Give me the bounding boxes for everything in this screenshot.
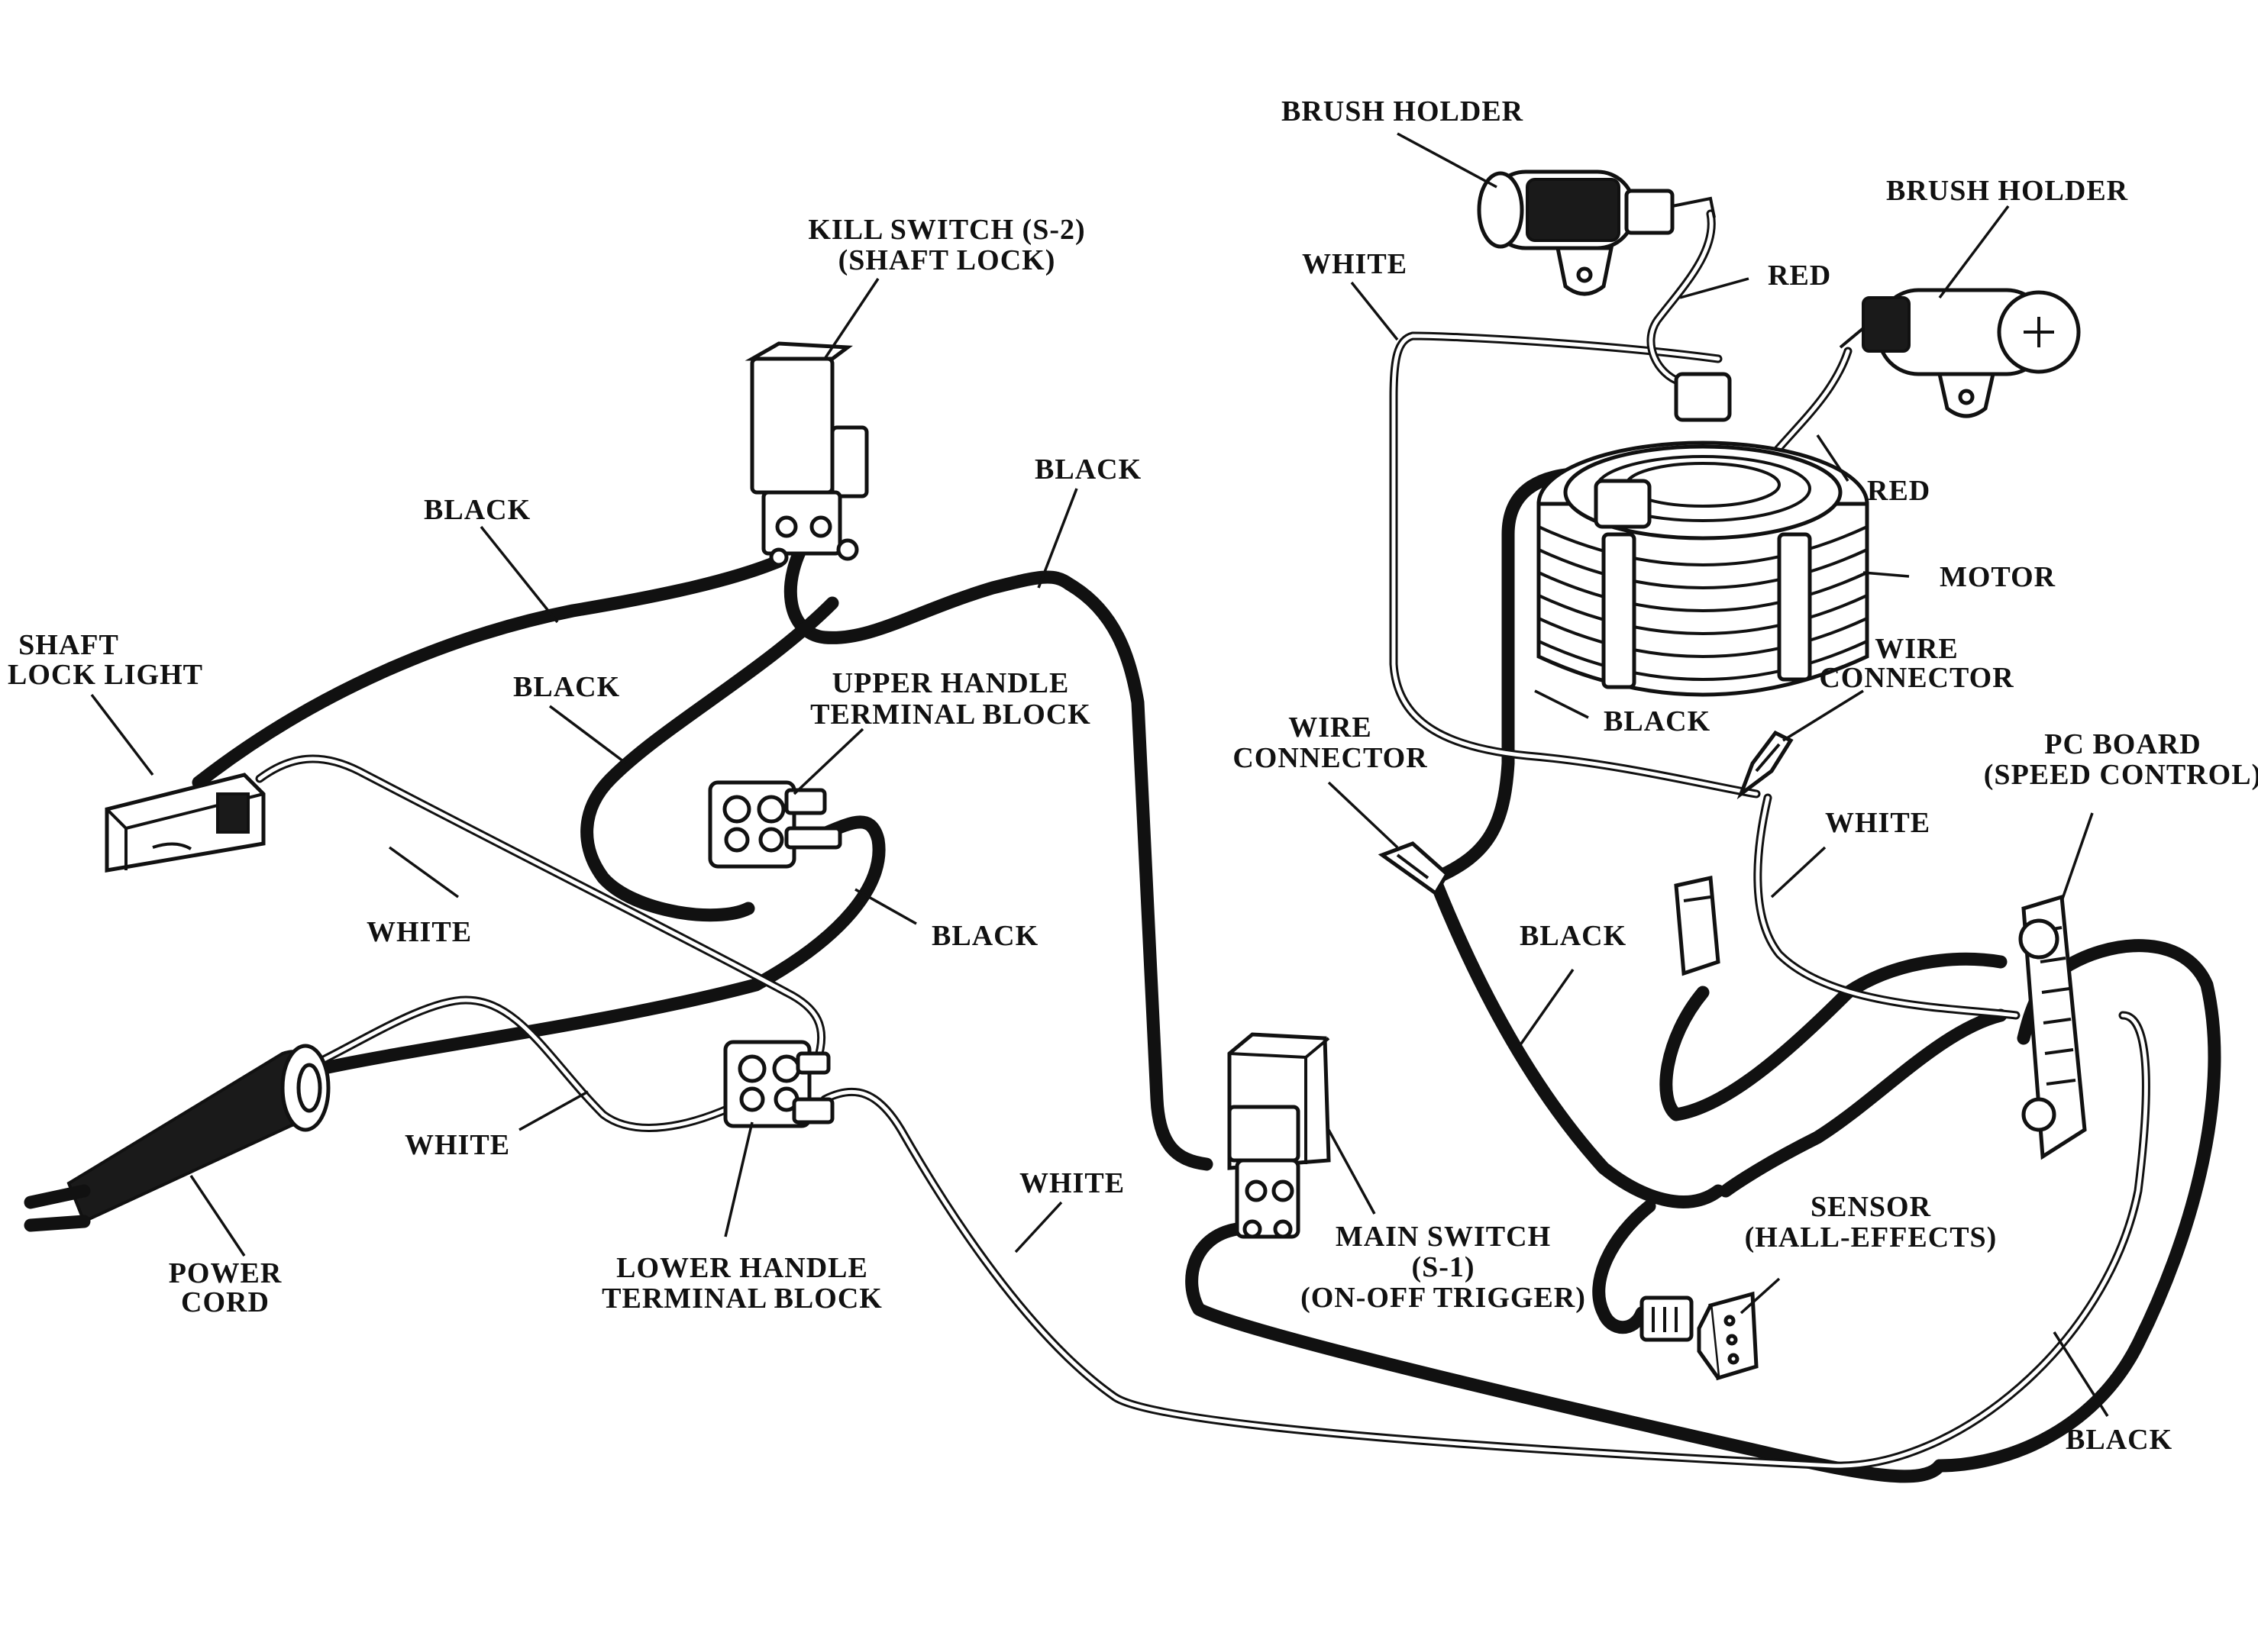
wire-black-kill-to-upper-handle (580, 596, 839, 922)
sensor-lead (1639, 875, 1720, 1342)
brush-holder-top (1477, 169, 1716, 296)
black-wires (192, 466, 2221, 1483)
label-wire-connector-right-sub: CONNECTOR (1819, 662, 2014, 694)
label-power-cord-sub: CORD (181, 1286, 270, 1318)
pc-board (2018, 894, 2087, 1160)
label-wire-connector-left-sub: CONNECTOR (1232, 742, 1427, 774)
wire-white-power-loop (316, 995, 791, 1132)
label-brush-holder-right: BRUSH HOLDER (1886, 175, 2128, 207)
label-lower-handle: LOWER HANDLE (616, 1252, 868, 1284)
label-white-top: WHITE (1302, 248, 1407, 280)
label-black-upper-handle: BLACK (932, 920, 1039, 952)
label-white-pc: WHITE (1825, 807, 1930, 839)
power-cord (24, 1044, 331, 1232)
label-red-top: RED (1768, 260, 1831, 292)
label-black-bottom-right: BLACK (2066, 1424, 2172, 1456)
shaft-lock-light (105, 773, 266, 873)
wire-black-sensor-lead (1592, 1199, 1656, 1334)
label-kill-switch-sub: (SHAFT LOCK) (838, 244, 1056, 276)
label-sensor-sub: (HALL-EFFECTS) (1745, 1221, 1998, 1254)
wire-connector-left (1378, 841, 1450, 896)
label-wire-connector-left: WIRE (1288, 711, 1372, 744)
label-white-left: WHITE (367, 916, 472, 948)
label-lower-handle-sub: TERMINAL BLOCK (602, 1283, 883, 1315)
wire-black-to-main-switch (1062, 577, 1213, 1171)
label-red-right: RED (1867, 475, 1930, 507)
label-black-mid-left: BLACK (513, 671, 620, 703)
label-black-left: BLACK (424, 494, 531, 526)
labels: BRUSH HOLDER BRUSH HOLDER KILL SWITCH (S… (8, 95, 2258, 1456)
sensor-hall-effects (1697, 1291, 1759, 1381)
label-white-bottom: WHITE (1019, 1167, 1125, 1199)
lower-handle-terminal-block (723, 1040, 835, 1128)
brush-holder-right (1839, 288, 2081, 418)
white-wires (255, 209, 2150, 1470)
label-upper-handle: UPPER HANDLE (832, 667, 1070, 699)
label-power-cord: POWER (169, 1257, 283, 1289)
wire-black-connector-to-motor (1429, 466, 1595, 885)
label-black-center-right: BLACK (1520, 920, 1626, 952)
label-main-switch: MAIN SWITCH (1336, 1221, 1551, 1253)
label-motor: MOTOR (1940, 561, 2056, 593)
wire-black-pc-lead (1659, 952, 2008, 1121)
wire-black-pc-lead-2 (1719, 1008, 2008, 1198)
label-sensor: SENSOR (1811, 1191, 1931, 1223)
label-shaft-lock-light: SHAFT (18, 629, 119, 661)
label-pc-board: PC BOARD (2044, 728, 2201, 760)
kill-switch (745, 341, 869, 567)
label-main-switch-sub: (S-1) (1411, 1251, 1475, 1283)
label-wire-connector-right: WIRE (1875, 633, 1959, 665)
label-black-top-center: BLACK (1035, 453, 1142, 486)
main-switch (1227, 1032, 1331, 1239)
motor (1536, 372, 1869, 697)
wire-black-light-to-kill-switch (192, 554, 786, 789)
label-pc-board-sub: (SPEED CONTROL) (1984, 759, 2258, 791)
label-main-switch-trigger: (ON-OFF TRIGGER) (1300, 1282, 1586, 1314)
label-shaft-lock-light-sub: LOCK LIGHT (8, 659, 203, 691)
upper-handle-terminal-block (708, 780, 842, 869)
label-white-power: WHITE (405, 1129, 510, 1161)
wire-black-connector-to-sensor (1429, 875, 1725, 1208)
leader-lines (90, 132, 2109, 1417)
wire-black-main-switch-loop (1185, 1222, 1946, 1483)
wire-black-kill-switch-loop (783, 528, 1076, 644)
label-kill-switch: KILL SWITCH (S-2) (808, 214, 1085, 246)
wire-connector-right (1736, 730, 1794, 800)
label-brush-holder-top: BRUSH HOLDER (1281, 95, 1523, 127)
label-upper-handle-sub: TERMINAL BLOCK (810, 699, 1091, 731)
wire-black-upper-handle-loop (314, 815, 886, 1076)
label-black-motor: BLACK (1604, 705, 1710, 737)
